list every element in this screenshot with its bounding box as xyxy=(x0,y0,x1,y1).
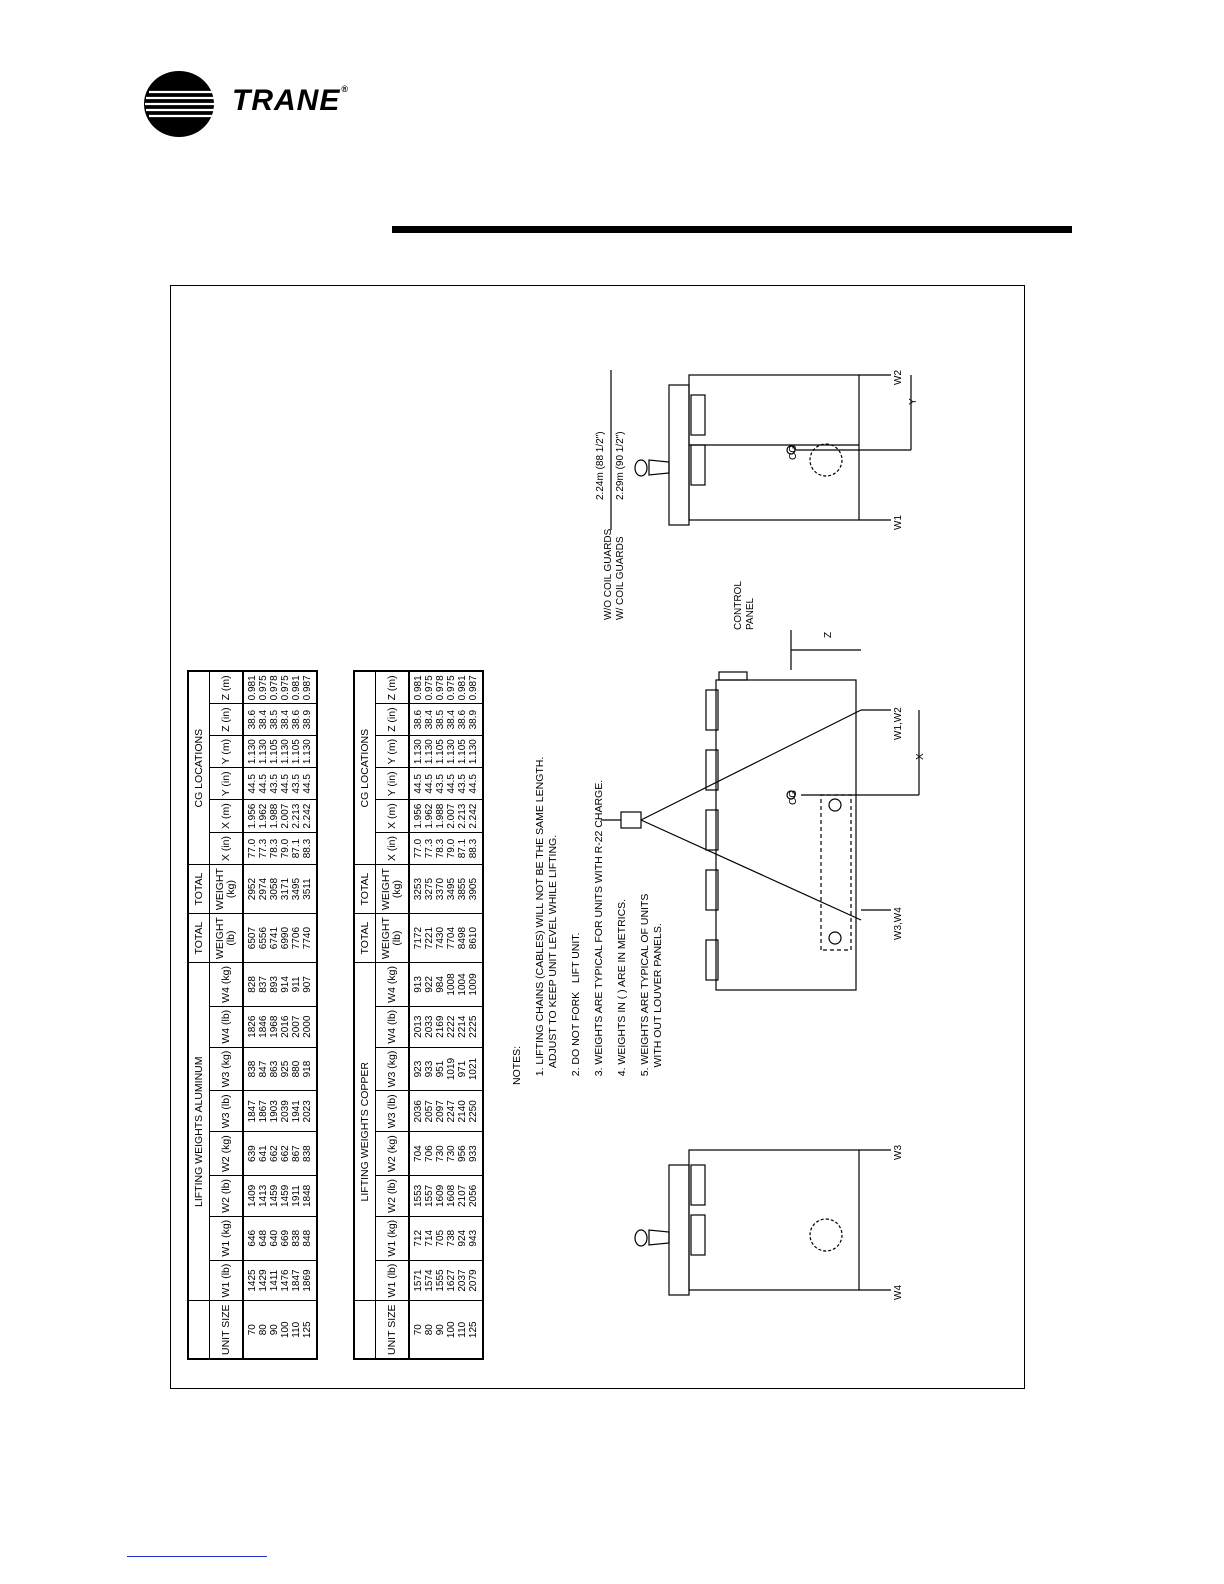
w2-label: W2 xyxy=(893,370,904,385)
trane-logo-icon xyxy=(144,71,215,137)
drawing-frame: LIFTING WEIGHTS ALUMINUM TOTAL TOTAL CG … xyxy=(170,285,1025,1389)
control-panel-label-2: PANEL xyxy=(745,598,756,630)
rotated-drawing-sheet: LIFTING WEIGHTS ALUMINUM TOTAL TOTAL CG … xyxy=(171,286,1026,1390)
w-coil-guards-label: W/ COIL GUARDS xyxy=(615,536,626,620)
w4-label: W4 xyxy=(893,1285,904,1300)
w3-label: W3 xyxy=(893,1145,904,1160)
side-view xyxy=(601,630,920,991)
wo-coil-guards-label: W/O COIL GUARDS xyxy=(603,528,614,620)
z-dim-label: Z xyxy=(823,632,834,638)
left-end-view xyxy=(634,1149,891,1296)
y-dim-label: Y xyxy=(908,398,919,405)
brand-name: TRANE® xyxy=(232,84,349,117)
header-rule xyxy=(392,226,1072,233)
unit-drawings: CONTROL PANEL CG W1,W2 W3,W4 X Z CG W1 W… xyxy=(595,370,926,1300)
x-dim-label: X xyxy=(915,753,926,760)
footer-link-underline xyxy=(127,1556,267,1557)
control-panel-label: CONTROL xyxy=(733,581,744,630)
cg-label: CG xyxy=(788,790,799,805)
cg-label-end: CG xyxy=(788,445,799,460)
right-end-view xyxy=(610,370,912,530)
w1-label: W1 xyxy=(893,515,904,530)
w3w4-label: W3,W4 xyxy=(893,907,904,940)
dim-90-label: 2.29m (90 1/2") xyxy=(615,431,626,500)
dim-88-label: 2.24m (88 1/2") xyxy=(595,431,606,500)
w1w2-label: W1,W2 xyxy=(893,707,904,740)
